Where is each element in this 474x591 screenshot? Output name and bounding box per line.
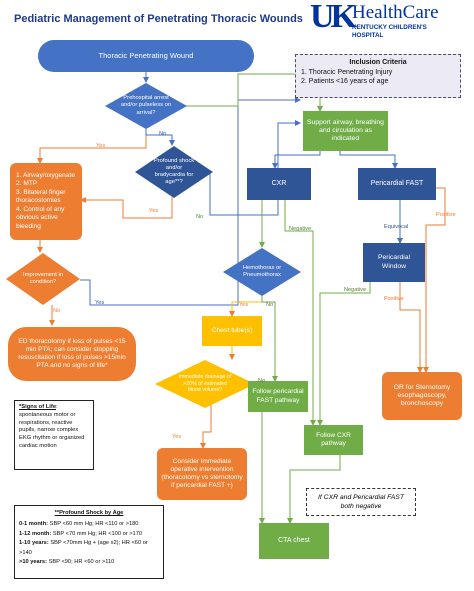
edge-label-positive: Positive	[384, 296, 404, 302]
edge-label-yes: Yes	[95, 300, 105, 306]
node-support-airway: Support airway, breathing and circulatio…	[303, 111, 388, 151]
inclusion-criteria-box: Inclusion Criteria 1. Thoracic Penetrati…	[295, 54, 461, 98]
shock-row: 1-10 years: SBP <70mm Hg + (age x2); HR …	[19, 539, 159, 558]
edge-label-no: No	[258, 378, 266, 384]
node-cta-chest: CTA chest	[259, 523, 329, 559]
shock-row: 0-1 month: SBP <60 mm Hg; HR <110 or >18…	[19, 520, 159, 529]
diamond-drainage-shape	[155, 360, 255, 408]
edge-label-no: No	[266, 302, 274, 308]
logo-name: HealthCare	[352, 2, 439, 23]
shock-row-age: >10 years:	[19, 559, 47, 566]
shock-row-criteria: SBP <70mm Hg + (age x2); HR <60 or >140	[19, 540, 148, 556]
node-profound-shock-question: Profound shock and/or bradycardia for ag…	[153, 157, 195, 186]
node-ed-thoracotomy: ED thoracotomy if loss of pulses <15 min…	[8, 327, 136, 381]
node-cxr: CXR	[247, 168, 311, 200]
edge-label-yes: Yes	[172, 434, 182, 440]
edge-label-negative: Negative	[289, 226, 312, 232]
node-thoracic-penetrating-wound: Thoracic Penetrating Wound	[38, 40, 254, 72]
node-hemothorax-question: Hemothorax or Pneumothorax	[242, 264, 282, 278]
shock-row-age: 1-10 years:	[19, 540, 49, 547]
node-or-sternotomy: OR for Sternotomy esophagoscopy, broncho…	[382, 372, 462, 420]
page-title: Pediatric Management of Penetrating Thor…	[14, 13, 303, 25]
edge-label-negative: Negative	[344, 287, 367, 293]
shock-row-criteria: SBP <60 mm Hg; HR <110 or >180	[49, 521, 139, 528]
note-signs-of-life: *Signs of Life: spontaneous motor or res…	[14, 400, 94, 470]
note-profound-shock-by-age: **Profound Shock by Age 0-1 month: SBP <…	[14, 505, 164, 579]
edge-label-yes: Yes	[239, 302, 249, 308]
logo-line2: HOSPITAL	[352, 31, 384, 39]
inclusion-item: 1. Thoracic Penetrating Injury	[301, 68, 393, 76]
shock-row-criteria: SBP <70 mm Hg; HR <100 or >170	[52, 530, 143, 537]
diamond-hemothorax-shape	[223, 248, 301, 296]
edge-label-no: No	[196, 214, 204, 220]
inclusion-heading: Inclusion Criteria	[349, 59, 407, 66]
edge-label-yes: Yes	[149, 208, 159, 214]
node-resuscitation-steps: 1. Airway/oxygenate 2. MTP 3. Bilateral …	[10, 163, 82, 240]
shock-by-age-heading: **Profound Shock by Age	[54, 510, 124, 516]
edge-label-no: No	[53, 308, 61, 314]
node-follow-pfast-pathway: Follow pericardial FAST pathway	[248, 381, 308, 412]
node-chest-tubes: Chest tube(s)	[202, 316, 262, 346]
diamond-arrest-shape	[105, 83, 187, 129]
edge-label-positive: Positive	[436, 212, 456, 218]
shock-row-age: 0-1 month:	[19, 521, 49, 528]
diamond-shock-shape	[135, 146, 213, 198]
shock-row: 1-12 month: SBP <70 mm Hg; HR <100 or >1…	[19, 530, 159, 539]
inclusion-item: 2. Patients <16 years of age	[301, 78, 389, 85]
shock-row-criteria: SBP <90; HR <60 or >110	[48, 559, 115, 566]
edge-label-no: No	[159, 131, 167, 137]
uk-logo: UK	[310, 0, 357, 35]
node-prehospital-arrest-question: Prehospital arrest and/or pulseless on a…	[120, 95, 172, 116]
diamond-improvement-shape	[6, 253, 80, 305]
node-improvement-question: Improvement in condition?	[23, 271, 63, 285]
signs-of-life-text: : spontaneous motor or respirations, rea…	[19, 404, 85, 449]
logo-line1: KENTUCKY CHILDREN'S	[352, 24, 427, 31]
node-follow-cxr-pathway: Follow CXR pathway	[304, 425, 363, 455]
edge-label-yes: Yes	[96, 143, 106, 149]
shock-row: >10 years: SBP <90; HR <60 or >110	[19, 558, 159, 567]
logo-subtitle: KENTUCKY CHILDREN'S HOSPITAL	[352, 24, 427, 39]
note-both-negative: If CXR and Pericardial FAST both negativ…	[306, 488, 416, 516]
node-pericardial-window: Pericardial Window	[363, 243, 425, 282]
node-drainage-question: Immediate drainage of >20% of estimated …	[178, 374, 232, 394]
node-pericardial-fast: Pericardial FAST	[358, 168, 436, 200]
signs-of-life-heading: *Signs of Life	[19, 404, 57, 410]
node-consider-operative: Consider immediate operative interventio…	[157, 448, 247, 500]
edge-label-equivocal: Equivocal	[384, 224, 409, 230]
shock-row-age: 1-12 month:	[19, 530, 52, 537]
